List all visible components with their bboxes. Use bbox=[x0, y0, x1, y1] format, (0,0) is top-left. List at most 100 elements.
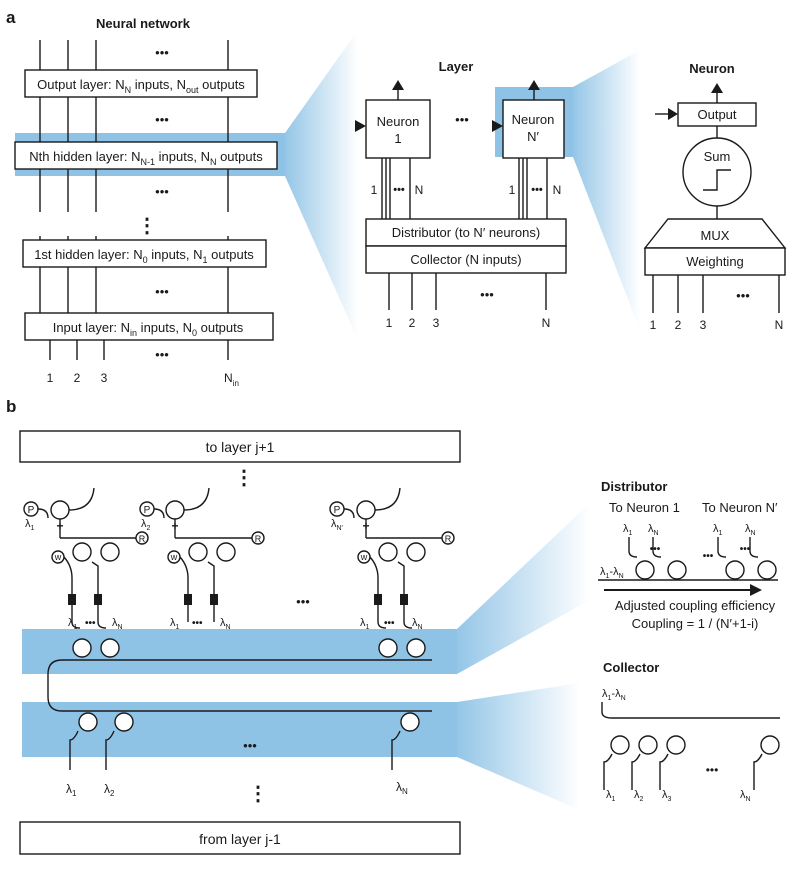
svg-text:w: w bbox=[54, 552, 62, 562]
svg-text:P: P bbox=[144, 505, 151, 516]
network-ellipsis-2: ••• bbox=[155, 112, 169, 127]
collector-inset-title: Collector bbox=[603, 660, 659, 675]
svg-text:λN: λN bbox=[112, 617, 123, 631]
layer-bottom-ellipsis: ••• bbox=[480, 287, 494, 302]
network-vertical-lines bbox=[39, 40, 229, 360]
distributor-inset-title: Distributor bbox=[601, 479, 667, 494]
neuron1-input-arrow bbox=[355, 120, 366, 132]
neuronN-port-ellipsis: ••• bbox=[531, 184, 543, 196]
svg-text:λ1: λ1 bbox=[68, 617, 78, 631]
distributor-inset-rings: λ1 λN λ1 λN ••• ••• ••• λ1-λN bbox=[598, 523, 778, 581]
step-function-icon bbox=[703, 169, 731, 191]
svg-text:λ2: λ2 bbox=[141, 518, 151, 532]
neuron1-label: Neuron bbox=[377, 114, 420, 129]
bottom-lambda-1: λ1 bbox=[66, 782, 77, 798]
neuron1-port-ellipsis: ••• bbox=[393, 184, 405, 196]
neuron-inputs-ellipsis: ••• bbox=[736, 288, 750, 303]
svg-text:λ1: λ1 bbox=[25, 518, 35, 532]
coupling-line-2: Coupling = 1 / (N′+1-i) bbox=[632, 616, 759, 631]
svg-text:λ1: λ1 bbox=[170, 617, 180, 631]
neuronN-label: Neuron bbox=[512, 112, 555, 127]
first-hidden-layer-label: 1st hidden layer: N0 inputs, N1 outputs bbox=[34, 247, 254, 265]
svg-text:•••: ••• bbox=[384, 618, 395, 629]
network-vdots: ⋮ bbox=[137, 215, 157, 237]
neuron-title: Neuron bbox=[689, 61, 735, 76]
neuron-unit-n: P λN′ + R w λ1 ••• λN bbox=[329, 487, 455, 658]
panel-a-letter: a bbox=[6, 8, 16, 27]
weighting-box bbox=[644, 247, 786, 276]
layer-title: Layer bbox=[439, 59, 474, 74]
svg-text:P: P bbox=[334, 505, 341, 516]
coupling-arrow-head bbox=[750, 584, 762, 596]
zoom-wedge-distributor bbox=[457, 503, 590, 674]
zoom-wedge-collector bbox=[457, 683, 580, 810]
svg-text:•••: ••• bbox=[650, 544, 661, 555]
neuronN-box bbox=[502, 99, 565, 159]
svg-text:λN: λN bbox=[745, 523, 756, 537]
collector-inset-lambda-n: λN bbox=[740, 789, 751, 803]
network-input-label-2: 2 bbox=[74, 371, 81, 385]
to-neuron-1-label: To Neuron 1 bbox=[609, 500, 680, 515]
network-input-label-n: Nin bbox=[224, 371, 239, 388]
layer-input-n: N bbox=[542, 316, 551, 330]
neuronN-output-arrow bbox=[528, 80, 540, 90]
svg-text:λN: λN bbox=[412, 617, 423, 631]
bottom-lambda-n: λN bbox=[396, 780, 408, 796]
collector-inset-ellipsis: ••• bbox=[706, 763, 719, 777]
input-layer-label: Input layer: Nin inputs, N0 outputs bbox=[53, 320, 244, 338]
neuron1-port-first: 1 bbox=[371, 183, 378, 197]
neuron1-index: 1 bbox=[394, 131, 401, 146]
layer-input-2: 2 bbox=[409, 316, 416, 330]
svg-text:R: R bbox=[255, 534, 262, 544]
neuron-input-wires bbox=[652, 275, 780, 313]
neuron-unit-2: P λ2 + R w λ1 ••• λN bbox=[139, 487, 265, 631]
from-layer-box bbox=[19, 821, 461, 855]
neuron1-box bbox=[365, 99, 431, 159]
network-ellipsis-3: ••• bbox=[155, 184, 169, 199]
collector-ellipsis: ••• bbox=[243, 738, 257, 753]
neuron-unit-1: P λ1 + R w λ1 ••• λN bbox=[23, 487, 149, 658]
from-layer-label: from layer j-1 bbox=[199, 831, 281, 847]
neuron-output-arrow bbox=[711, 83, 723, 93]
first-hidden-layer-box bbox=[22, 239, 267, 268]
network-ellipsis-5: ••• bbox=[155, 347, 169, 362]
layer-wires bbox=[381, 158, 548, 310]
svg-text:w: w bbox=[170, 552, 178, 562]
collector-inset-rings bbox=[601, 702, 780, 790]
weighting-label: Weighting bbox=[686, 254, 744, 269]
neuron-units-ellipsis: ••• bbox=[296, 594, 310, 609]
svg-text:R: R bbox=[445, 534, 452, 544]
nth-hidden-layer-box bbox=[14, 141, 278, 170]
neuron-input-n: N bbox=[775, 318, 784, 332]
neuron-sum-label: Sum bbox=[704, 149, 731, 164]
bottom-vdots: ⋮ bbox=[248, 783, 268, 805]
neuron1-port-last: N bbox=[415, 183, 424, 197]
collector-inset-lambda-1: λ1 bbox=[606, 789, 616, 803]
layer-neuron-ellipsis: ••• bbox=[455, 112, 469, 127]
to-layer-box bbox=[19, 430, 461, 463]
neuron-input-2: 2 bbox=[675, 318, 682, 332]
svg-text:λ1: λ1 bbox=[360, 617, 370, 631]
collector-label: Collector (N inputs) bbox=[410, 252, 521, 267]
to-layer-label: to layer j+1 bbox=[206, 439, 275, 455]
input-layer-box bbox=[24, 312, 274, 341]
network-ellipsis-top: ••• bbox=[155, 45, 169, 60]
svg-text:R: R bbox=[139, 534, 146, 544]
top-vdots: ⋮ bbox=[234, 467, 254, 489]
layer-input-3: 3 bbox=[433, 316, 440, 330]
neuronN-port-first: 1 bbox=[509, 183, 516, 197]
svg-text:λN′: λN′ bbox=[331, 518, 344, 532]
svg-text:P: P bbox=[28, 505, 35, 516]
network-title: Neural network bbox=[96, 16, 191, 31]
layer-input-1: 1 bbox=[386, 316, 393, 330]
collector-box bbox=[365, 245, 567, 274]
network-input-label-3: 3 bbox=[101, 371, 108, 385]
neuronN-input-arrow bbox=[492, 120, 503, 132]
to-neuron-n-label: To Neuron N′ bbox=[702, 500, 778, 515]
svg-text:w: w bbox=[360, 552, 368, 562]
collector-inset-lambda-2: λ2 bbox=[634, 789, 644, 803]
distributor-label: Distributor (to N′ neurons) bbox=[392, 225, 540, 240]
collector-inset-lambda-3: λ3 bbox=[662, 789, 672, 803]
bottom-lambda-2: λ2 bbox=[104, 782, 115, 798]
svg-text:•••: ••• bbox=[740, 544, 751, 555]
